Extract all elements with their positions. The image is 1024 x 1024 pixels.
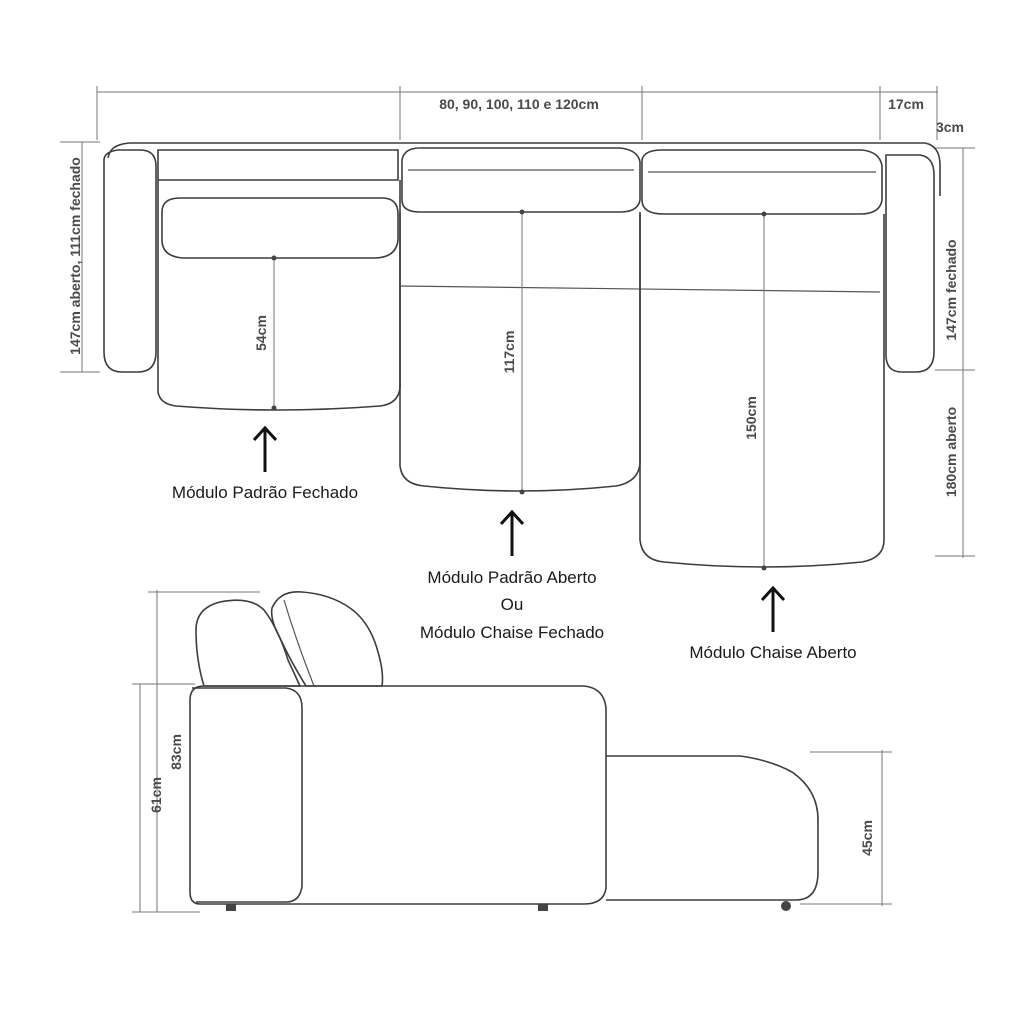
left-seat-base xyxy=(157,180,401,411)
arrow-up-icon xyxy=(499,509,525,526)
total-height-label: 83cm xyxy=(168,734,184,770)
arm-height-label: 61cm xyxy=(148,777,164,813)
back-cushion-rear xyxy=(270,591,384,687)
side-view: 83cm 61cm 45cm xyxy=(132,590,892,913)
back-cushion-seam xyxy=(283,599,315,687)
seat-standard-open-label: 117cm xyxy=(501,331,517,374)
module-labels: Módulo Padrão Fechado Módulo Padrão Aber… xyxy=(172,425,857,662)
backrest-outline xyxy=(107,142,941,196)
sofa-arm xyxy=(192,687,303,903)
right-back-cushion xyxy=(641,149,883,215)
left-back-cushion xyxy=(157,149,399,181)
middle-seat-base xyxy=(399,212,641,492)
right-depth-closed-label: 147cm fechado xyxy=(943,239,959,340)
arm-overhang-label: 3cm xyxy=(936,119,964,135)
seat-standard-closed-label: 54cm xyxy=(253,315,269,351)
arrow-up-icon xyxy=(760,585,786,602)
left-depth-label: 147cm aberto, 111cm fechado xyxy=(67,157,83,355)
middle-back-cushion xyxy=(401,147,641,213)
module-chaise-open: 150cm xyxy=(639,149,885,571)
dimension-dot xyxy=(271,255,277,261)
arrow-up-icon xyxy=(252,425,278,442)
label-standard-closed: Módulo Padrão Fechado xyxy=(172,483,358,502)
right-arm-outline xyxy=(885,154,935,373)
seat-chaise-open-label: 150cm xyxy=(743,396,759,440)
dimension-dot xyxy=(519,489,525,495)
sofa-body xyxy=(189,685,607,905)
sofa-foot xyxy=(538,904,548,911)
dimension-dot xyxy=(761,211,767,217)
arm-width-label: 17cm xyxy=(888,96,924,112)
seat-height-label: 45cm xyxy=(859,820,875,856)
sofa-foot xyxy=(226,904,236,911)
dimension-dot xyxy=(761,565,767,571)
label-chaise-open: Módulo Chaise Aberto xyxy=(689,643,856,662)
label-standard-open-line1: Módulo Padrão Aberto xyxy=(427,568,596,587)
left-arm-outline xyxy=(103,149,157,373)
right-seat-base xyxy=(639,214,885,568)
top-view: 80, 90, 100, 110 e 120cm 17cm 3cm 147cm … xyxy=(60,86,975,571)
right-depth-open-label: 180cm aberto xyxy=(943,407,959,497)
left-seat-cushion xyxy=(161,197,399,259)
chaise-extension xyxy=(606,755,819,901)
chaise-wheel xyxy=(781,901,791,911)
back-cushion-front xyxy=(195,599,302,687)
dimension-dot xyxy=(519,209,525,215)
dimension-dot xyxy=(271,405,277,411)
label-standard-open-line2: Ou xyxy=(501,595,524,614)
module-standard-open: 117cm xyxy=(399,147,881,495)
module-standard-closed: 54cm xyxy=(157,149,401,411)
width-options-label: 80, 90, 100, 110 e 120cm xyxy=(439,96,599,112)
label-standard-open-line3: Módulo Chaise Fechado xyxy=(420,623,604,642)
